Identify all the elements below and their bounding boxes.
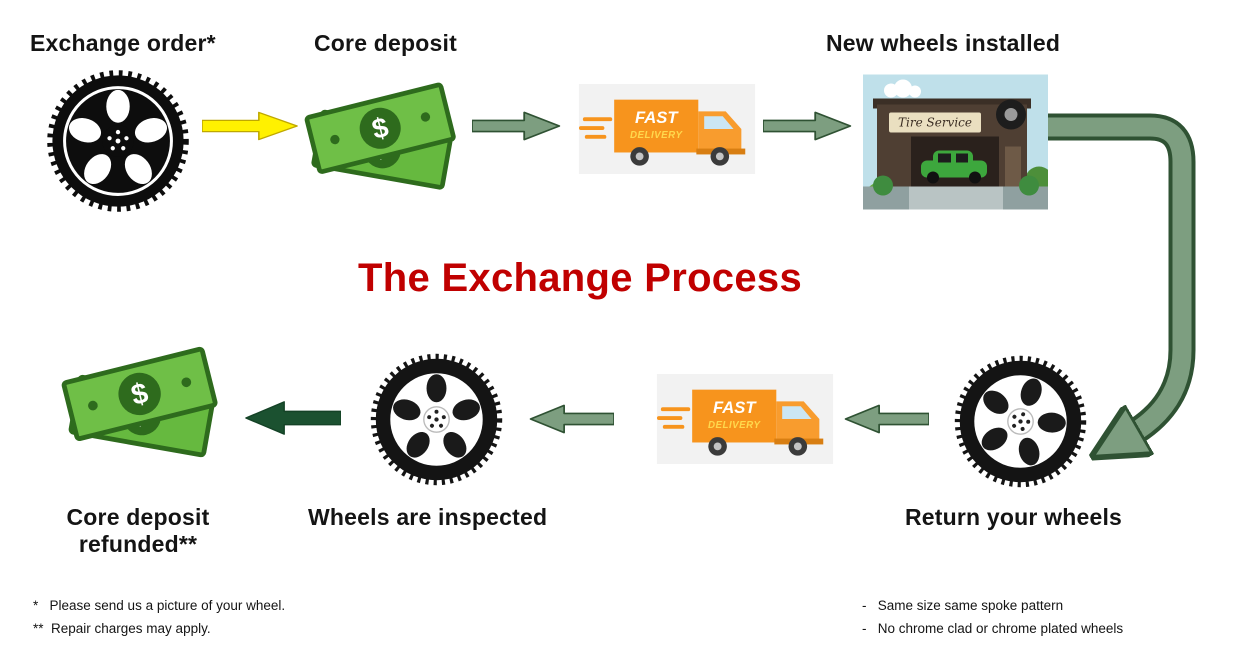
white-wheel-icon-inspected — [370, 353, 503, 486]
label-core-deposit-refunded: Core deposit refunded** — [66, 504, 210, 557]
truck-wheels — [708, 437, 808, 456]
money-icon-core-deposit: $ $ — [304, 82, 456, 190]
page-title: The Exchange Process — [358, 256, 802, 300]
tire-service-shop-icon: Tire Service — [863, 74, 1048, 210]
bush-left — [873, 175, 893, 196]
footnote-no-chrome: - No chrome clad or chrome plated wheels — [862, 621, 1124, 636]
truck-text-fast: FAST — [635, 108, 679, 127]
dollar-bill-front: $ — [304, 82, 456, 174]
truck-text-delivery: DELIVERY — [630, 130, 684, 141]
delivery-truck-inbound: FAST DELIVERY — [656, 374, 834, 464]
truck-box — [614, 99, 699, 153]
dollar-bill-front: $ — [61, 346, 218, 441]
arrow-deposit-to-shipping — [472, 111, 561, 141]
arrow-order-to-deposit — [202, 111, 298, 141]
wheel-lug-bolts — [1012, 412, 1031, 431]
label-return-your-wheels: Return your wheels — [905, 504, 1123, 530]
driveway — [909, 186, 1003, 210]
green-car — [921, 150, 987, 184]
label-wheels-are-inspected: Wheels are inspected — [308, 504, 548, 530]
delivery-truck-outbound: FAST DELIVERY — [578, 84, 756, 174]
speed-lines — [656, 407, 691, 429]
dollar-sign: $ — [128, 377, 151, 412]
truck-window — [704, 116, 734, 129]
footnote-picture-of-wheel: * Please send us a picture of your wheel… — [33, 598, 286, 613]
truck-wheels — [630, 147, 730, 166]
wheel-spoke-openings — [68, 89, 168, 185]
cloud — [884, 79, 921, 98]
wheel-spoke-openings — [981, 378, 1066, 466]
label-exchange-order: Exchange order* — [30, 30, 216, 56]
footnote-repair-charges: ** Repair charges may apply. — [33, 621, 211, 636]
curved-arrow-install-to-return — [1048, 113, 1196, 475]
footnotes-right: - Same size same spoke pattern - No chro… — [862, 594, 1123, 640]
arrow-shipping-to-install — [763, 111, 852, 141]
truck-text-fast: FAST — [713, 398, 757, 417]
arrow-inspection-to-refund — [245, 401, 341, 435]
shop-roof — [873, 98, 1031, 109]
arrow-shipping-to-inspection — [529, 404, 614, 434]
shop-sign — [889, 112, 981, 133]
footnote-same-size: - Same size same spoke pattern — [862, 598, 1064, 613]
wheel-spoke-openings — [393, 374, 480, 458]
white-wheel-icon-return — [954, 355, 1087, 488]
truck-box — [692, 389, 777, 443]
bush-right — [1019, 175, 1039, 196]
sign-tire — [996, 99, 1026, 130]
wheel-lug-bolts — [427, 409, 446, 428]
truck-window — [782, 406, 812, 419]
black-wheel-icon — [47, 70, 189, 212]
wheel-lug-bolts — [107, 129, 129, 151]
money-icon-refund: $ $ — [61, 346, 218, 458]
footnotes-left: * Please send us a picture of your wheel… — [33, 594, 285, 640]
arrow-return-to-shipping — [844, 404, 929, 434]
speed-lines — [578, 117, 613, 139]
side-door — [1005, 146, 1021, 187]
label-core-deposit: Core deposit — [314, 30, 457, 56]
truck-text-delivery: DELIVERY — [708, 420, 762, 431]
label-new-wheels-installed: New wheels installed — [826, 30, 1061, 56]
shop-sign-text: Tire Service — [898, 116, 972, 130]
